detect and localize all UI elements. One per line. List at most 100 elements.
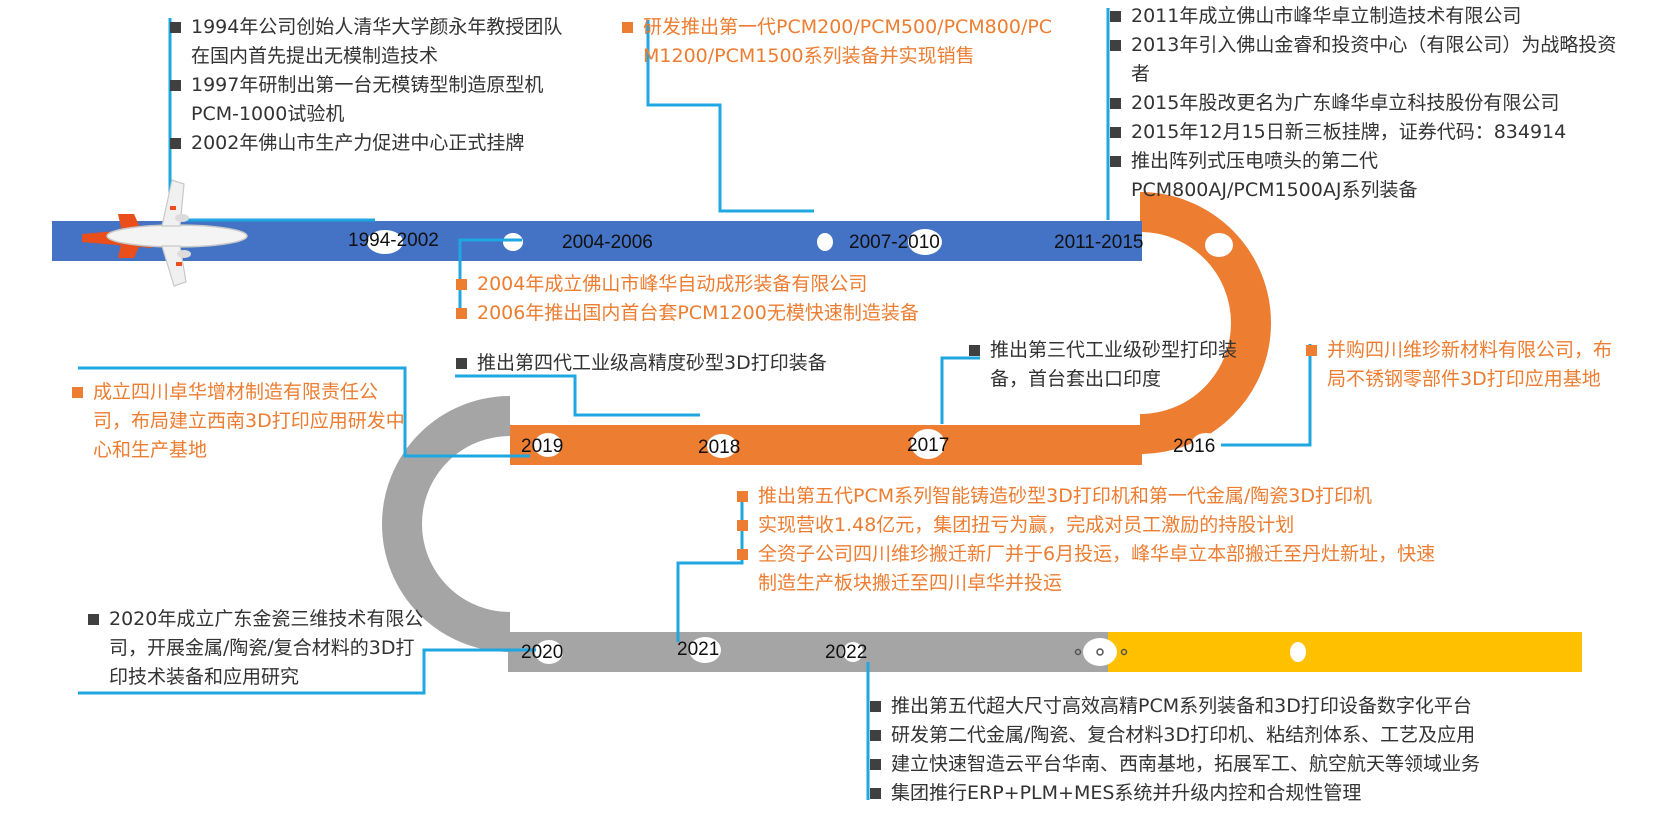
marker-2011 — [1205, 233, 1233, 257]
milestone-note-2017: 推出第三代工业级砂型打印装备，首台套出口印度 — [969, 336, 1274, 394]
bullet-icon — [870, 730, 881, 741]
year-label-2018: 2018 — [698, 437, 741, 458]
bullet-icon — [1110, 127, 1121, 138]
note-text: 2020年成立广东金瓷三维技术有限公司，开展金属/陶瓷/复合材料的3D打印技术装… — [109, 608, 424, 688]
bullet-icon — [456, 308, 467, 319]
year-label-2011-2015: 2011-2015 — [1054, 232, 1144, 253]
year-label-2017: 2017 — [907, 435, 950, 456]
connector-2020 — [78, 648, 536, 695]
bullet-icon — [1306, 345, 1317, 356]
note-item: 2020年成立广东金瓷三维技术有限公司，开展金属/陶瓷/复合材料的3D打印技术装… — [88, 605, 428, 692]
year-label-1994-2002: 1994-2002 — [348, 230, 439, 251]
year-label-2021: 2021 — [677, 639, 720, 660]
note-text: 研发第二代金属/陶瓷、复合材料3D打印机、粘结剂体系、工艺及应用 — [891, 724, 1476, 746]
note-text: 并购四川维珍新材料有限公司，布局不锈钢零部件3D打印应用基地 — [1327, 339, 1613, 390]
marker-2021 — [689, 637, 721, 663]
connector-2016 — [1221, 344, 1312, 447]
note-item: 集团推行ERP+PLM+MES系统并升级内控和合规性管理 — [870, 779, 1590, 808]
marker-2024 — [1290, 642, 1306, 662]
year-label-2004-2006: 2004-2006 — [562, 232, 653, 253]
marker-2017 — [911, 429, 945, 459]
note-text: 成立四川卓华增材制造有限责任公司，布局建立西南3D打印应用研发中心和生产基地 — [93, 381, 405, 461]
marker-2007-pre — [817, 233, 833, 251]
milestone-note-1994: 1994年公司创始人清华大学颜永年教授团队在国内首先提出无模制造技术 1997年… — [170, 13, 580, 158]
milestone-note-2019: 成立四川卓华增材制造有限责任公司，布局建立西南3D打印应用研发中心和生产基地 — [72, 378, 412, 465]
note-item: 2015年12月15日新三板挂牌，证券代码：834914 — [1110, 118, 1632, 147]
note-item: 2006年推出国内首台套PCM1200无模快速制造装备 — [456, 299, 1016, 328]
note-item: 并购四川维珍新材料有限公司，布局不锈钢零部件3D打印应用基地 — [1306, 336, 1624, 394]
note-text: 2015年12月15日新三板挂牌，证券代码：834914 — [1131, 121, 1567, 143]
year-label-2022: 2022 — [825, 642, 868, 663]
marker-2016 — [1191, 433, 1221, 457]
bullet-icon — [737, 491, 748, 502]
marker-2018 — [707, 434, 737, 458]
bullet-icon — [1110, 11, 1121, 22]
milestone-note-2016: 并购四川维珍新材料有限公司，布局不锈钢零部件3D打印应用基地 — [1306, 336, 1624, 394]
bullet-icon — [969, 345, 980, 356]
bullet-icon — [737, 520, 748, 531]
note-text: 推出阵列式压电喷头的第二代PCM800AJ/PCM1500AJ系列装备 — [1131, 150, 1418, 201]
airplane-icon — [82, 179, 248, 287]
note-item: 2015年股改更名为广东峰华卓立科技股份有限公司 — [1110, 89, 1632, 118]
note-text: 推出第五代PCM系列智能铸造砂型3D打印机和第一代金属/陶瓷3D打印机 — [758, 485, 1372, 507]
marker-2020 — [535, 640, 563, 664]
milestone-note-2021: 推出第五代PCM系列智能铸造砂型3D打印机和第一代金属/陶瓷3D打印机 实现营收… — [737, 482, 1477, 598]
note-text: 2011年成立佛山市峰华卓立制造技术有限公司 — [1131, 5, 1522, 27]
marker-dots — [1074, 648, 1128, 656]
milestone-note-first-gen: 研发推出第一代PCM200/PCM500/PCM800/PCM1200/PCM1… — [622, 13, 1057, 71]
note-item: 2011年成立佛山市峰华卓立制造技术有限公司 — [1110, 2, 1632, 31]
marker-2019 — [534, 433, 562, 457]
note-text: 建立快速智造云平台华南、西南基地，拓展军工、航空航天等领域业务 — [891, 753, 1481, 775]
note-item: 1997年研制出第一台无模铸型制造原型机PCM-1000试验机 — [170, 71, 580, 129]
timeline-turn-left — [382, 396, 511, 652]
note-text: 推出第三代工业级砂型打印装备，首台套出口印度 — [990, 339, 1238, 390]
connector-2021 — [676, 493, 744, 642]
milestone-note-2018: 推出第四代工业级高精度砂型3D打印装备 — [456, 349, 916, 378]
bullet-icon — [870, 759, 881, 770]
note-item: 推出第五代PCM系列智能铸造砂型3D打印机和第一代金属/陶瓷3D打印机 — [737, 482, 1477, 511]
connector-2017 — [940, 356, 980, 424]
bullet-icon — [870, 788, 881, 799]
marker-2023 — [1083, 638, 1117, 666]
connector-2018 — [455, 374, 700, 417]
year-label-2019: 2019 — [521, 436, 564, 457]
milestone-note-2004: 2004年成立佛山市峰华自动成形装备有限公司 2006年推出国内首台套PCM12… — [456, 270, 1016, 328]
bullet-icon — [1110, 156, 1121, 167]
note-text: 推出第四代工业级高精度砂型3D打印装备 — [477, 352, 827, 374]
note-item: 成立四川卓华增材制造有限责任公司，布局建立西南3D打印应用研发中心和生产基地 — [72, 378, 412, 465]
note-text: 推出第五代超大尺寸高效高精PCM系列装备和3D打印设备数字化平台 — [891, 695, 1472, 717]
note-item: 2013年引入佛山金睿和投资中心（有限公司）为战略投资者 — [1110, 31, 1632, 89]
note-text: 1994年公司创始人清华大学颜永年教授团队在国内首先提出无模制造技术 — [191, 16, 563, 67]
marker-2022 — [843, 642, 863, 662]
bullet-icon — [870, 701, 881, 712]
milestone-note-2022: 推出第五代超大尺寸高效高精PCM系列装备和3D打印设备数字化平台 研发第二代金属… — [870, 692, 1590, 808]
note-item: 全资子公司四川维珍搬迁新厂并于6月投运，峰华卓立本部搬迁至丹灶新址，快速制造生产… — [737, 540, 1477, 598]
milestone-note-2020: 2020年成立广东金瓷三维技术有限公司，开展金属/陶瓷/复合材料的3D打印技术装… — [88, 605, 428, 692]
connector-2019 — [78, 366, 530, 458]
marker-1994 — [367, 230, 403, 254]
marker-2004-start — [503, 233, 523, 251]
connector-dev — [646, 20, 814, 213]
note-item: 1994年公司创始人清华大学颜永年教授团队在国内首先提出无模制造技术 — [170, 13, 580, 71]
bullet-icon — [1110, 40, 1121, 51]
year-label-2016: 2016 — [1173, 436, 1216, 457]
note-item: 实现营收1.48亿元，集团扭亏为赢，完成对员工激励的持股计划 — [737, 511, 1477, 540]
marker-2007 — [908, 229, 942, 255]
note-item: 2004年成立佛山市峰华自动成形装备有限公司 — [456, 270, 1016, 299]
bullet-icon — [737, 549, 748, 560]
note-text: 集团推行ERP+PLM+MES系统并升级内控和合规性管理 — [891, 782, 1362, 804]
timeline-segment-orange — [510, 425, 1142, 465]
timeline-turn-right — [1139, 192, 1271, 454]
note-text: 2013年引入佛山金睿和投资中心（有限公司）为战略投资者 — [1131, 34, 1617, 85]
note-text: 1997年研制出第一台无模铸型制造原型机PCM-1000试验机 — [191, 74, 544, 125]
note-text: 2006年推出国内首台套PCM1200无模快速制造装备 — [477, 302, 919, 324]
timeline-segment-gray — [508, 632, 1108, 672]
note-item: 推出第四代工业级高精度砂型3D打印装备 — [456, 349, 916, 378]
note-text: 全资子公司四川维珍搬迁新厂并于6月投运，峰华卓立本部搬迁至丹灶新址，快速制造生产… — [758, 543, 1436, 594]
bullet-icon — [170, 22, 181, 33]
note-text: 研发推出第一代PCM200/PCM500/PCM800/PCM1200/PCM1… — [643, 16, 1053, 67]
note-item: 推出第五代超大尺寸高效高精PCM系列装备和3D打印设备数字化平台 — [870, 692, 1590, 721]
note-item: 建立快速智造云平台华南、西南基地，拓展军工、航空航天等领域业务 — [870, 750, 1590, 779]
note-text: 2015年股改更名为广东峰华卓立科技股份有限公司 — [1131, 92, 1560, 114]
